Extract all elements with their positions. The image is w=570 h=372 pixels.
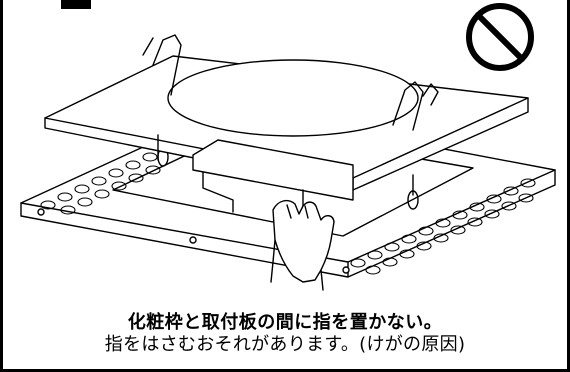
caption-detail: 指をはさむおそれがあります。(けがの原因)	[104, 334, 466, 355]
installation-illustration	[20, 3, 556, 291]
decorative-frame	[44, 34, 529, 213]
perforation-row-left	[40, 152, 161, 215]
warning-caption: 化粧枠と取付板の間に指を置かない。 指をはさむおそれがあります。(けがの原因)	[3, 312, 567, 356]
perforation-row-right	[350, 178, 536, 275]
prohibition-icon	[466, 3, 534, 71]
hand-illustration	[270, 199, 335, 291]
caption-headline: 化粧枠と取付板の間に指を置かない。	[127, 312, 443, 333]
corner-tab	[61, 0, 91, 9]
